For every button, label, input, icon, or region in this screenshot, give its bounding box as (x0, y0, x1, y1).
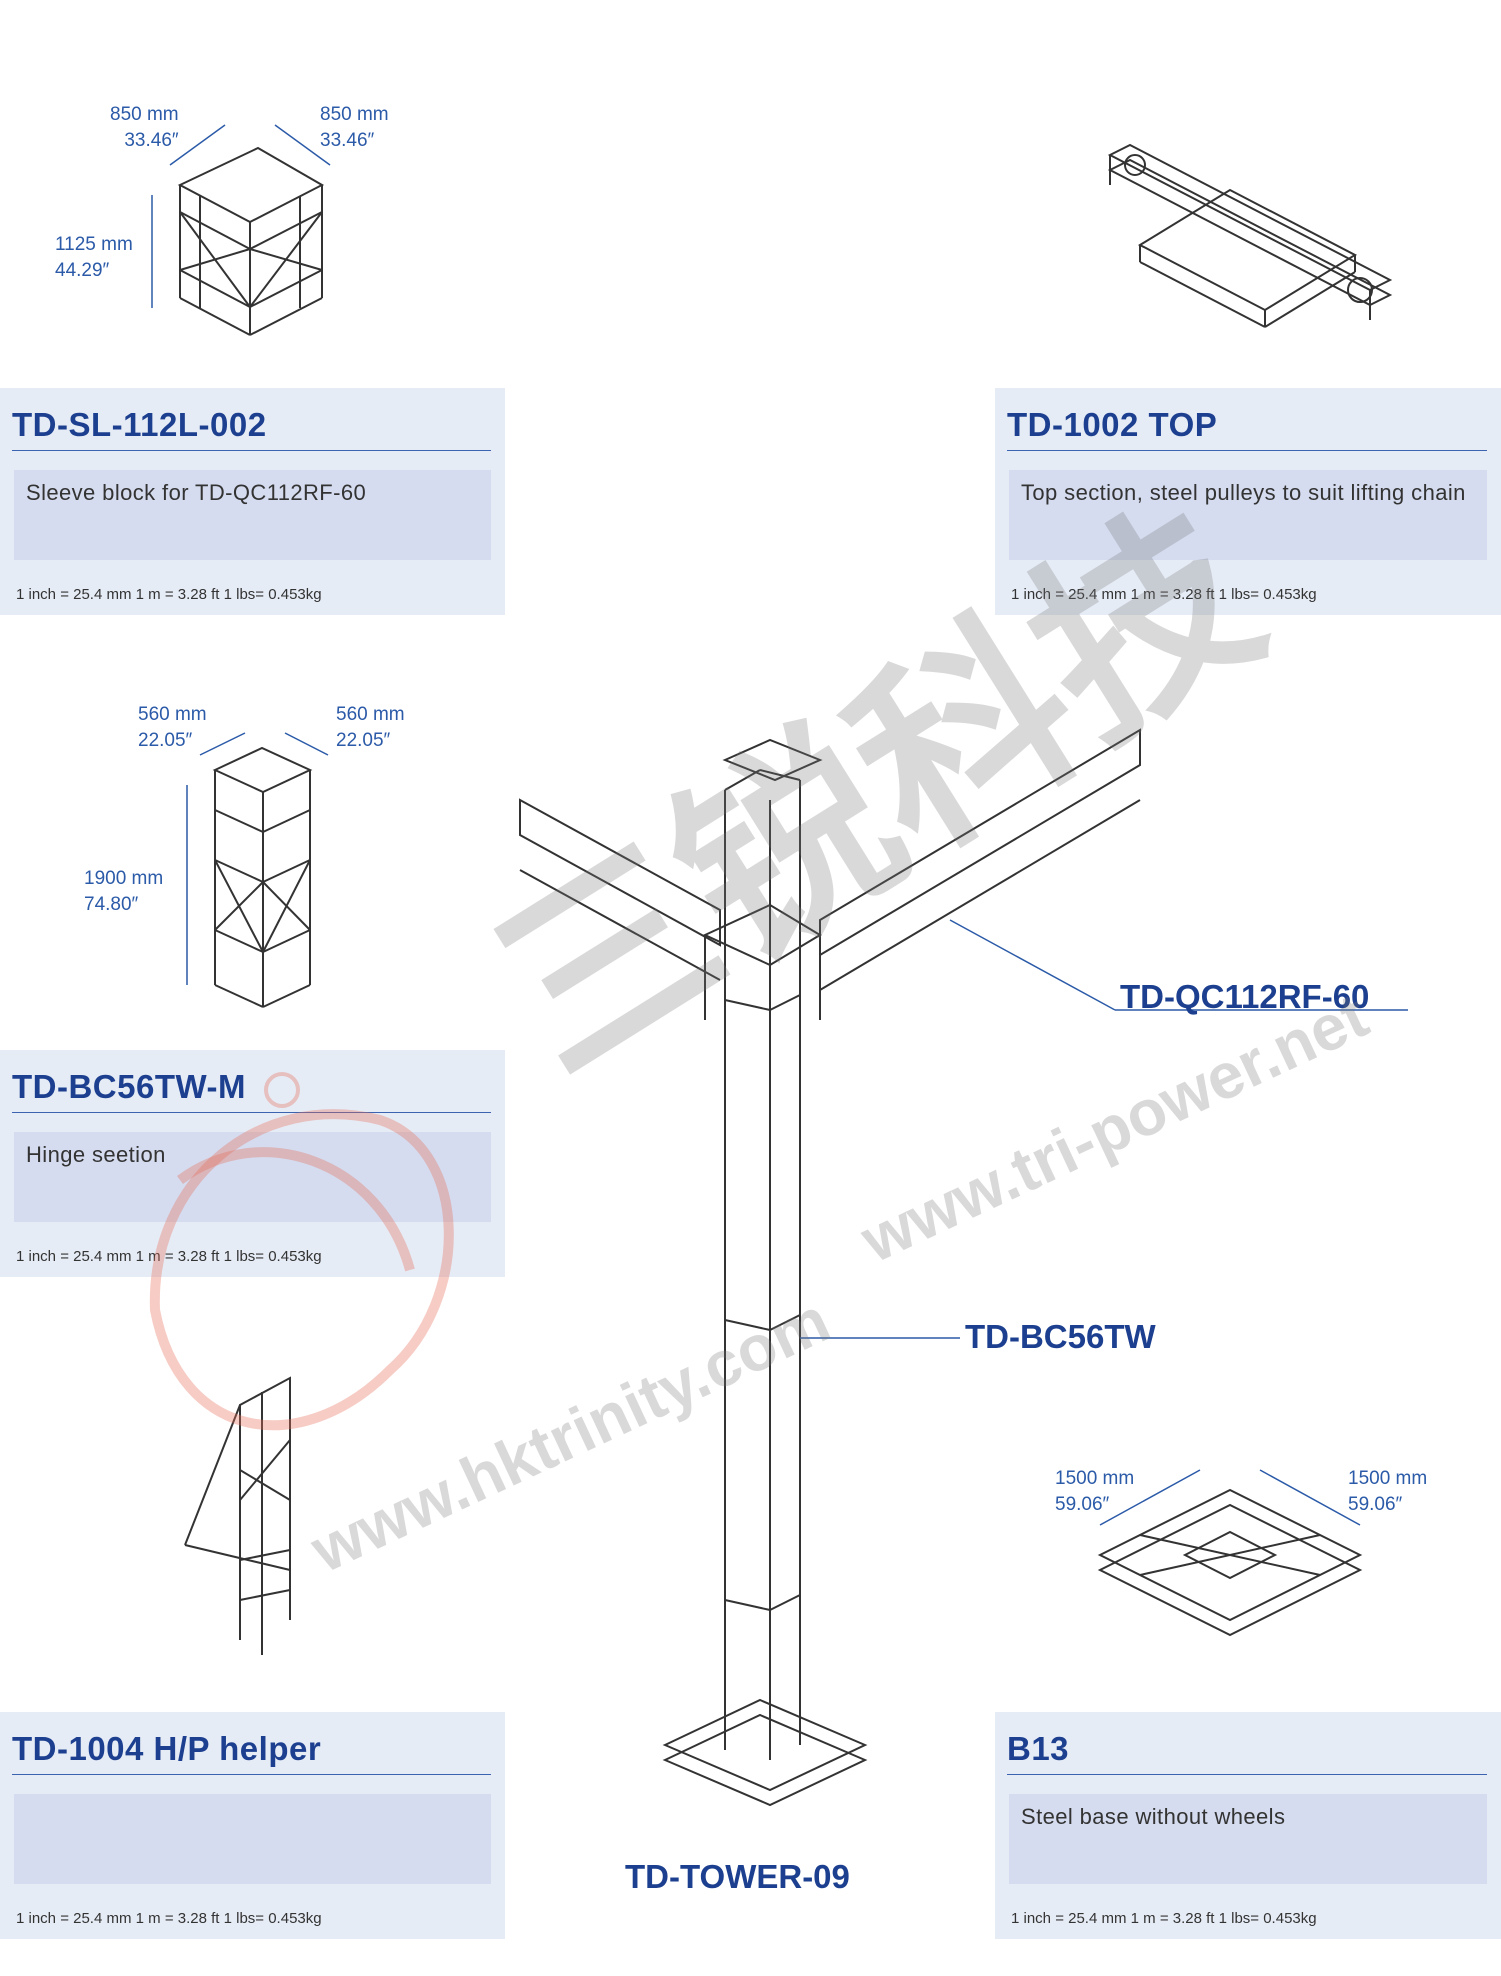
base-width-right-dim: 1500 mm 59.06″ (1348, 1468, 1428, 1515)
base-width-left-dim: 1500 mm 59.06″ (1055, 1468, 1135, 1515)
card-title: TD-SL-112L-002 (12, 406, 491, 451)
hinge-width-right-dim: 560 mm 22.05″ (336, 704, 405, 751)
bc56-callout: TD-BC56TW (965, 1318, 1156, 1355)
card-description: Hinge seetion (14, 1132, 491, 1222)
card-units: 1 inch = 25.4 mm 1 m = 3.28 ft 1 lbs= 0.… (16, 586, 322, 603)
sleeve-width-right-dim: 850 mm 33.46″ (320, 104, 389, 151)
hinge-height-dim: 1900 mm 74.80″ (84, 868, 164, 915)
card-units: 1 inch = 25.4 mm 1 m = 3.28 ft 1 lbs= 0.… (1011, 1910, 1317, 1927)
card-sleeve-block: TD-SL-112L-002 Sleeve block for TD-QC112… (0, 388, 505, 615)
card-units: 1 inch = 25.4 mm 1 m = 3.28 ft 1 lbs= 0.… (16, 1910, 322, 1927)
helper-drawing (184, 1376, 291, 1655)
card-helper: TD-1004 H/P helper 1 inch = 25.4 mm 1 m … (0, 1712, 505, 1939)
sleeve-height-dim: 1125 mm 44.29″ (55, 234, 133, 281)
card-description (14, 1794, 491, 1884)
hinge-width-left-dim: 560 mm 22.05″ (138, 704, 207, 751)
top-section-drawing (1107, 143, 1393, 328)
card-title: TD-BC56TW-M (12, 1068, 491, 1113)
card-units: 1 inch = 25.4 mm 1 m = 3.28 ft 1 lbs= 0.… (16, 1248, 322, 1265)
card-description: Sleeve block for TD-QC112RF-60 (14, 470, 491, 560)
hinge-section-drawing (212, 746, 313, 1008)
tower-drawing (519, 728, 1141, 1807)
card-units: 1 inch = 25.4 mm 1 m = 3.28 ft 1 lbs= 0.… (1011, 586, 1317, 603)
qc112-callout: TD-QC112RF-60 (1120, 978, 1370, 1015)
card-title: B13 (1007, 1730, 1487, 1775)
card-description: Top section, steel pulleys to suit lifti… (1009, 470, 1487, 560)
card-title: TD-1004 H/P helper (12, 1730, 491, 1775)
card-top-section: TD-1002 TOP Top section, steel pulleys t… (995, 388, 1501, 615)
tower-callout: TD-TOWER-09 (625, 1858, 850, 1895)
card-hinge-section: TD-BC56TW-M Hinge seetion 1 inch = 25.4 … (0, 1050, 505, 1277)
card-description: Steel base without wheels (1009, 1794, 1487, 1884)
card-base: B13 Steel base without wheels 1 inch = 2… (995, 1712, 1501, 1939)
base-drawing (1097, 1488, 1363, 1637)
sleeve-width-left-dim: 850 mm 33.46″ (110, 104, 179, 151)
card-title: TD-1002 TOP (1007, 406, 1487, 451)
sleeve-block-drawing (177, 146, 325, 336)
